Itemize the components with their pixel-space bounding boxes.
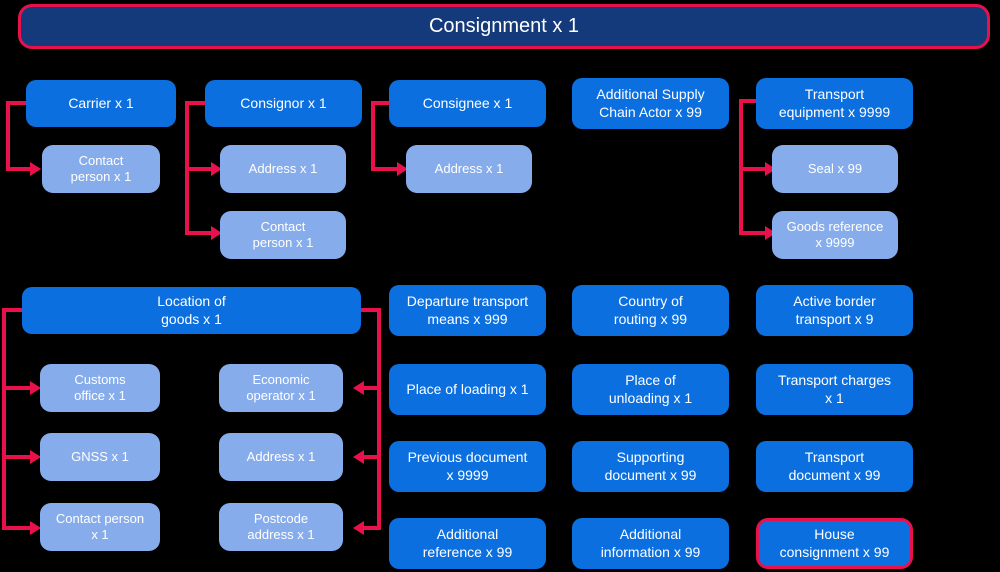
node-consignor-address[interactable]: Address x 1 [220,145,346,193]
node-supporting-document[interactable]: Supporting document x 99 [572,441,729,492]
connector-consignee-top [371,101,395,105]
node-transport-charges[interactable]: Transport charges x 1 [756,364,913,415]
node-consignor[interactable]: Consignor x 1 [205,80,362,127]
connector-seal [739,167,767,171]
connector-address [364,455,381,459]
connector-carrier-top [6,101,32,105]
arrowhead-seal [765,162,776,176]
node-additional-information[interactable]: Additional information x 99 [572,518,729,569]
connector-carrier-contact [6,167,32,171]
connector-gnss [2,455,32,459]
node-transport-document[interactable]: Transport document x 99 [756,441,913,492]
arrowhead-address [353,450,364,464]
node-customs-office[interactable]: Customs office x 1 [40,364,160,412]
connector-carrier-vertical [6,101,10,169]
connector-consignor-address [185,167,213,171]
node-gnss[interactable]: GNSS x 1 [40,433,160,481]
connector-contact-person [2,526,32,530]
node-active-border-transport[interactable]: Active border transport x 9 [756,285,913,336]
node-departure-transport[interactable]: Departure transport means x 999 [389,285,546,336]
node-address[interactable]: Address x 1 [219,433,343,481]
node-transport-equipment[interactable]: Transport equipment x 9999 [756,78,913,129]
arrowhead-carrier-contact [30,162,41,176]
connector-location-left-top [2,308,30,312]
node-country-of-routing[interactable]: Country of routing x 99 [572,285,729,336]
node-consignee-address[interactable]: Address x 1 [406,145,532,193]
connector-consignor-top [185,101,211,105]
node-supply-chain-actor[interactable]: Additional Supply Chain Actor x 99 [572,78,729,129]
connector-consignee-address [371,167,399,171]
connector-postcode-address [364,526,381,530]
arrowhead-economic-operator [353,381,364,395]
connector-location-right-top [355,308,381,312]
arrowhead-goods-reference [765,226,776,240]
arrowhead-postcode-address [353,521,364,535]
connector-customs-office [2,386,32,390]
connector-location-right-vertical [377,308,381,530]
node-additional-reference[interactable]: Additional reference x 99 [389,518,546,569]
connector-economic-operator [364,386,381,390]
node-goods-reference[interactable]: Goods reference x 9999 [772,211,898,259]
node-location-of-goods[interactable]: Location of goods x 1 [22,287,361,334]
arrowhead-contact-person [30,521,41,535]
arrowhead-customs-office [30,381,41,395]
node-economic-operator[interactable]: Economic operator x 1 [219,364,343,412]
node-carrier[interactable]: Carrier x 1 [26,80,176,127]
connector-goods-reference [739,231,767,235]
node-place-of-unloading[interactable]: Place of unloading x 1 [572,364,729,415]
arrowhead-consignee-address [397,162,408,176]
node-consignee[interactable]: Consignee x 1 [389,80,546,127]
node-place-of-loading[interactable]: Place of loading x 1 [389,364,546,415]
arrowhead-gnss [30,450,41,464]
connector-consignor-contact [185,231,213,235]
node-carrier-contact[interactable]: Contact person x 1 [42,145,160,193]
node-postcode-address[interactable]: Postcode address x 1 [219,503,343,551]
arrowhead-consignor-address [211,162,222,176]
header-node-consignment[interactable]: Consignment x 1 [18,4,990,49]
arrowhead-consignor-contact [211,226,222,240]
node-consignor-contact[interactable]: Contact person x 1 [220,211,346,259]
connector-consignee-vertical [371,101,375,169]
node-contact-person[interactable]: Contact person x 1 [40,503,160,551]
node-previous-document[interactable]: Previous document x 9999 [389,441,546,492]
node-seal[interactable]: Seal x 99 [772,145,898,193]
node-house-consignment[interactable]: House consignment x 99 [756,518,913,569]
connector-location-left-vertical [2,308,6,530]
connector-transport-equipment-top [739,99,765,103]
